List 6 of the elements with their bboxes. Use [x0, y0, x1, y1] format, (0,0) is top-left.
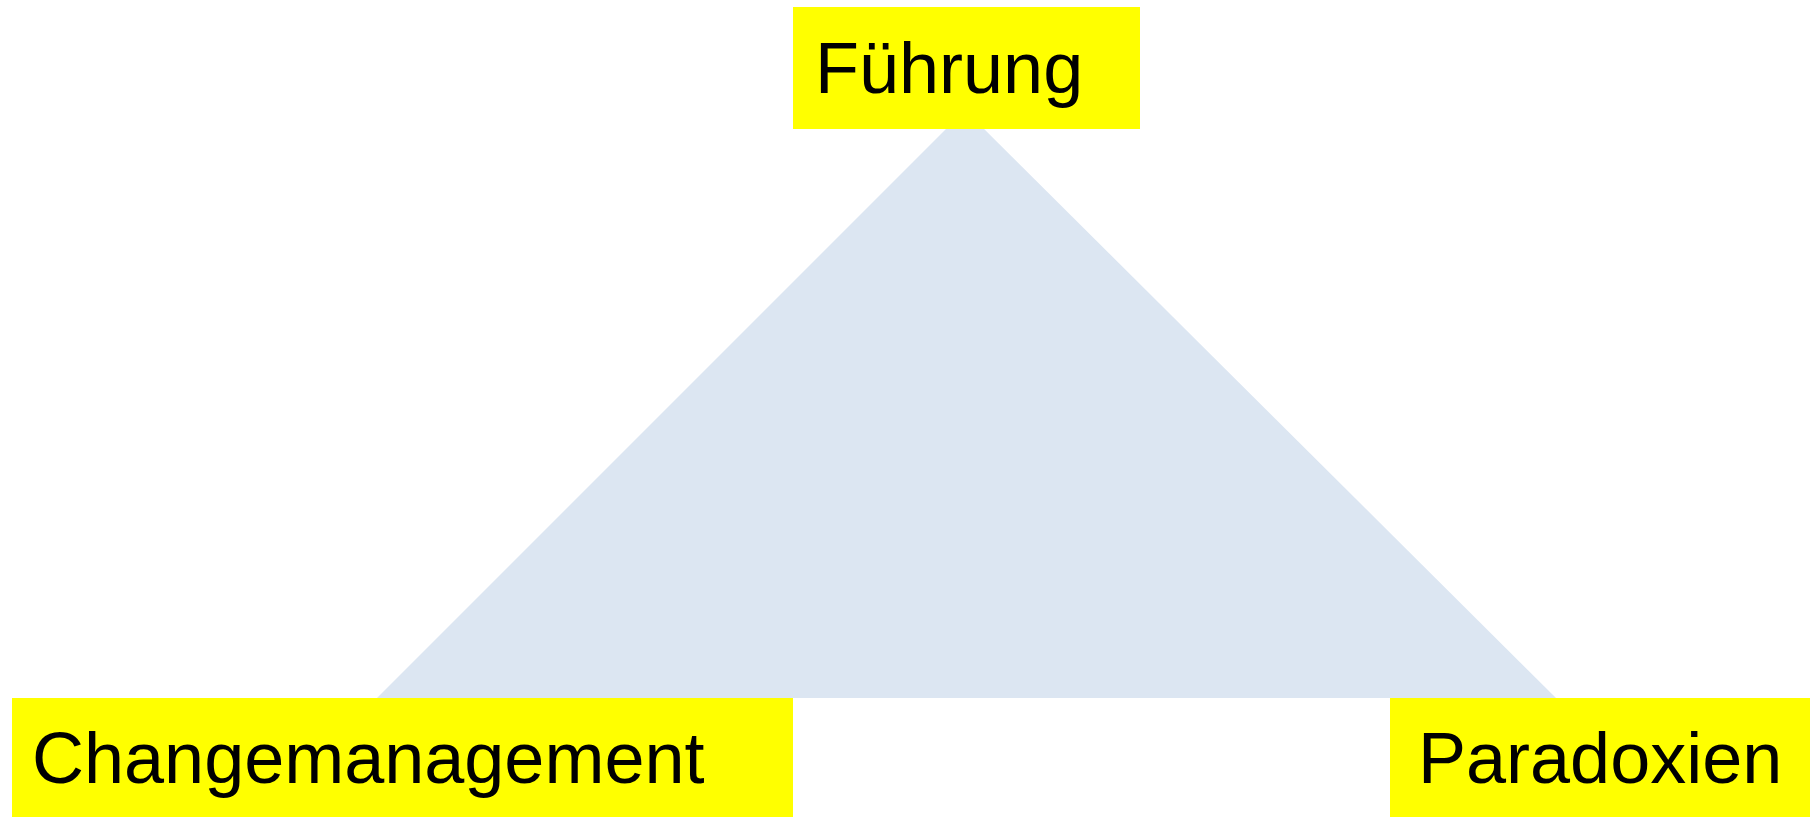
label-box [793, 7, 1140, 129]
node-label: Changemanagement [32, 716, 705, 799]
label-box [12, 698, 793, 817]
node-label: Führung [815, 27, 1084, 109]
label-box [1390, 698, 1810, 817]
node-label: Paradoxien [1418, 716, 1783, 799]
